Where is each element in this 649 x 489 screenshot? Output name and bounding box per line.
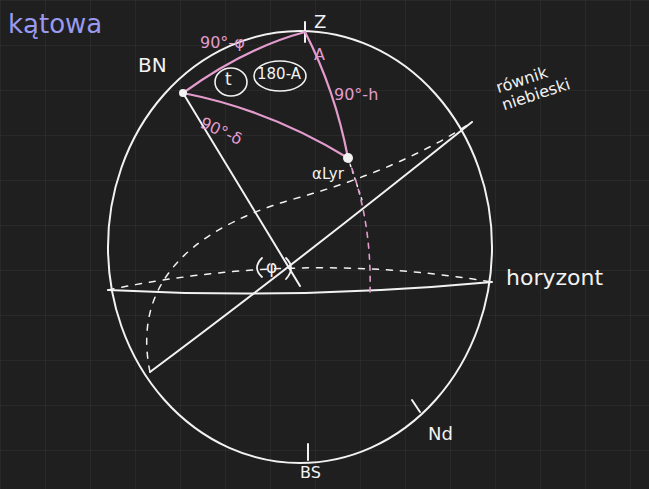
arc-label: 90°-φ (200, 34, 245, 52)
latitude-label: φ (266, 258, 277, 277)
angle-label: 180-A (257, 66, 301, 83)
angle-label: A (314, 46, 325, 64)
title-note: kątowa (8, 10, 102, 39)
pole-label: BN (138, 54, 167, 76)
nadir-label: BS (300, 464, 321, 482)
point-label: Nd (428, 424, 453, 444)
angle-label: t (225, 70, 232, 89)
zenith-label: Z (314, 12, 326, 32)
arc-label: 90°-h (334, 86, 378, 104)
star-label: αLyr (312, 166, 344, 183)
horizon-label: horyzont (506, 266, 603, 290)
